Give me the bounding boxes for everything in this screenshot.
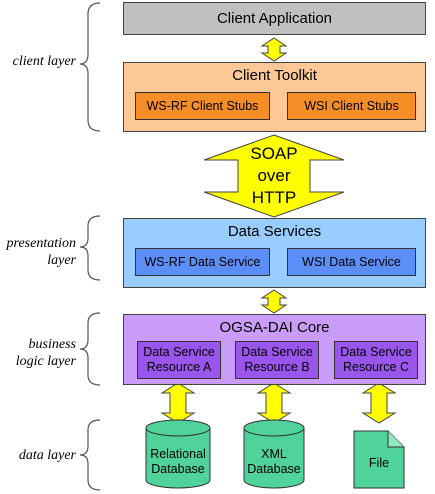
ws-rf-client-stubs: WS-RF Client Stubs bbox=[135, 92, 270, 120]
client-toolkit-title: Client Toolkit bbox=[232, 67, 317, 84]
soap-label: SOAP over HTTP bbox=[238, 143, 310, 209]
client-application-box: Client Application bbox=[123, 2, 426, 35]
soap-line-2: over bbox=[257, 166, 291, 185]
client-toolkit-box: Client Toolkit WS-RF Client Stubs WSI Cl… bbox=[123, 62, 426, 132]
brace-data bbox=[79, 419, 101, 491]
xml-database-label: XML Database bbox=[247, 447, 301, 476]
file-shape bbox=[353, 430, 405, 489]
arrow-soap bbox=[203, 134, 345, 218]
arrow-resource-c bbox=[361, 382, 397, 424]
data-service-resource-c: Data Service Resource C bbox=[334, 341, 418, 379]
wsi-client-stubs: WSI Client Stubs bbox=[287, 92, 416, 120]
client-application-title: Client Application bbox=[216, 10, 333, 27]
layer-label-client: client layer bbox=[12, 54, 76, 69]
ogsa-dai-core-box: OGSA-DAI Core Data Service Resource A Da… bbox=[123, 314, 426, 385]
layer-label-business: business logic layer bbox=[15, 337, 76, 369]
data-services-box: Data Services WS-RF Data Service WSI Dat… bbox=[123, 218, 426, 288]
data-services-title: Data Services bbox=[227, 223, 322, 240]
ogsa-dai-core-title: OGSA-DAI Core bbox=[219, 319, 330, 336]
soap-line-1: SOAP bbox=[250, 144, 298, 163]
xml-database-shape bbox=[243, 419, 305, 489]
data-service-resource-b: Data Service Resource B bbox=[235, 341, 319, 379]
layer-label-data: data layer bbox=[18, 448, 76, 463]
soap-line-3: HTTP bbox=[251, 188, 297, 207]
brace-presentation bbox=[79, 215, 101, 281]
arrow-resource-b bbox=[256, 382, 292, 424]
brace-client bbox=[79, 2, 101, 132]
arrow-resource-a bbox=[160, 382, 196, 424]
relational-database-label: Relational Database bbox=[150, 447, 206, 476]
ws-rf-data-service: WS-RF Data Service bbox=[135, 248, 270, 276]
relational-database-shape bbox=[145, 419, 211, 489]
brace-business bbox=[79, 312, 101, 386]
wsi-data-service: WSI Data Service bbox=[287, 248, 416, 276]
layer-label-presentation: presentation layer bbox=[6, 236, 76, 268]
arrow-app-toolkit bbox=[260, 37, 288, 62]
arrow-services-core bbox=[260, 289, 288, 314]
file-label: File bbox=[368, 456, 390, 470]
data-service-resource-a: Data Service Resource A bbox=[137, 341, 221, 379]
